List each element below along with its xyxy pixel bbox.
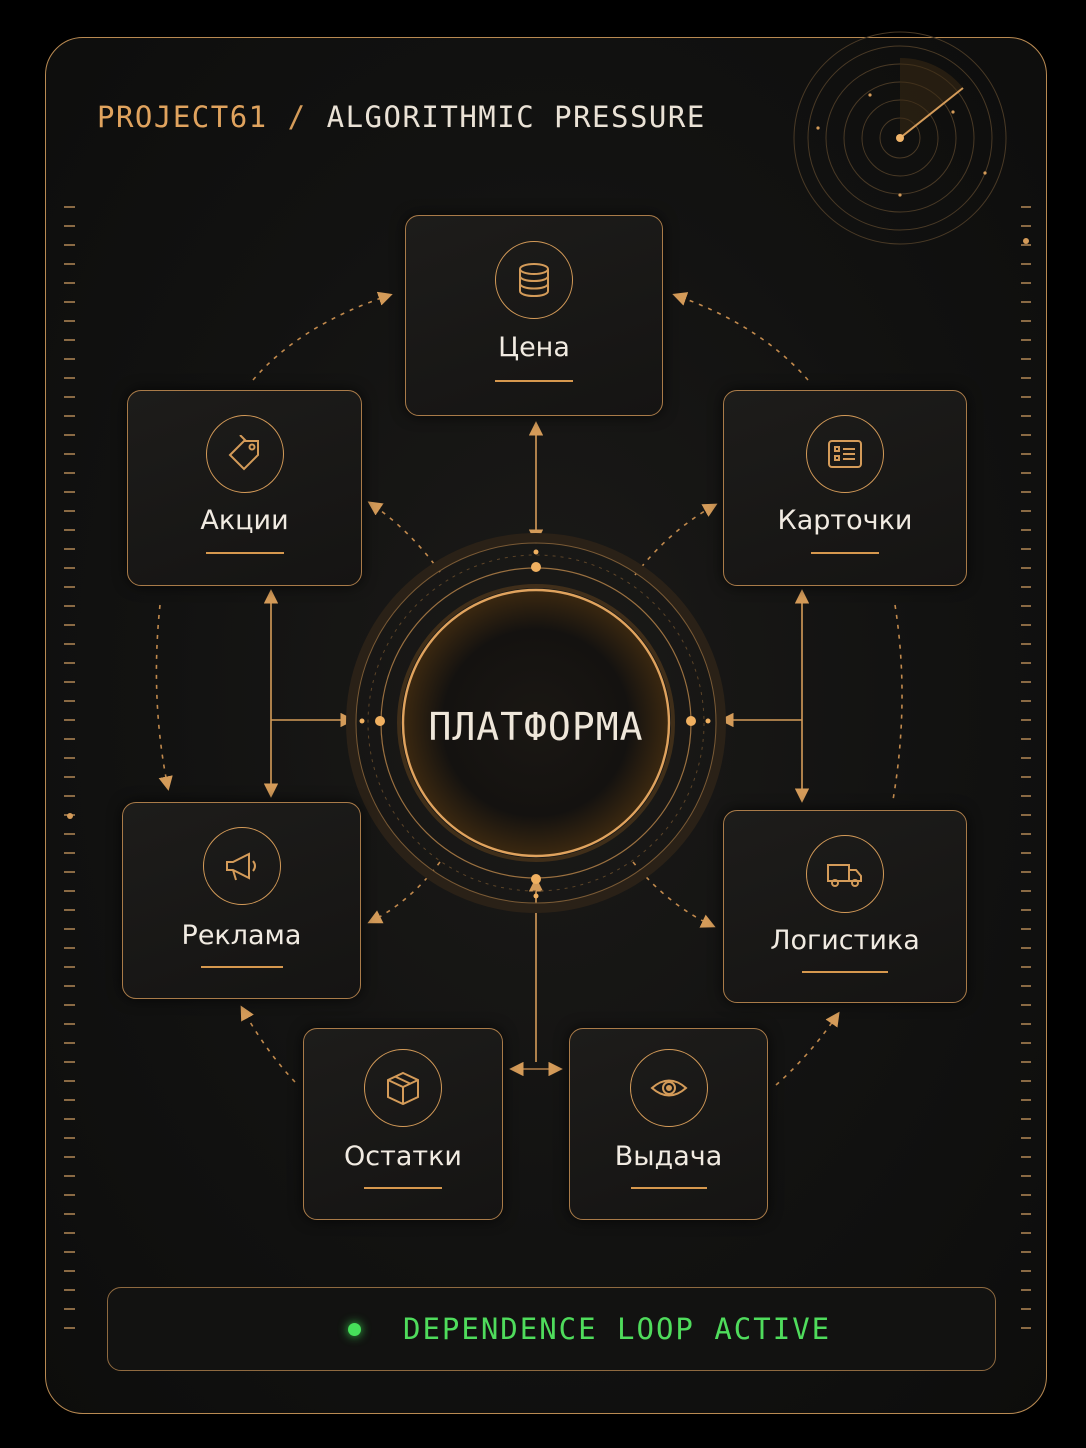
node-ads-label: Реклама [181, 920, 302, 951]
coins-icon [495, 241, 573, 319]
node-cards-underline [811, 552, 879, 554]
node-promos-underline [205, 552, 284, 554]
node-cards[interactable]: Карточки [723, 390, 967, 586]
node-price[interactable]: Цена [405, 215, 663, 416]
brand-label: PROJECT61 [97, 100, 268, 134]
node-search-underline [630, 1187, 707, 1189]
platform-label: ПЛАТФОРМА [428, 705, 644, 749]
tag-icon [205, 415, 284, 493]
eye-icon [629, 1049, 708, 1127]
node-stock-label: Остатки [344, 1141, 462, 1172]
status-indicator-icon [348, 1323, 361, 1336]
node-stock-underline [364, 1187, 442, 1189]
status-text: DEPENDENCE LOOP ACTIVE [403, 1312, 832, 1346]
node-logistics-label: Логистика [770, 925, 920, 956]
node-promos[interactable]: Акции [127, 390, 362, 586]
node-logistics-underline [802, 971, 888, 973]
right-ruler [1021, 206, 1031, 1329]
page-title: PROJECT61 / ALGORITHMIC PRESSURE [97, 100, 706, 134]
node-cards-label: Карточки [777, 505, 913, 536]
node-search[interactable]: Выдача [569, 1028, 768, 1220]
card-list-icon [806, 415, 884, 493]
node-stock[interactable]: Остатки [303, 1028, 503, 1220]
title-label: ALGORITHMIC PRESSURE [326, 100, 706, 134]
node-ads[interactable]: Реклама [122, 802, 361, 999]
megaphone-icon [202, 827, 281, 905]
node-promos-label: Акции [200, 505, 289, 536]
node-price-label: Цена [498, 332, 570, 363]
box-icon [364, 1049, 442, 1127]
truck-icon [806, 835, 884, 913]
status-bar: DEPENDENCE LOOP ACTIVE [107, 1287, 996, 1371]
node-price-underline [495, 380, 573, 382]
left-ruler [64, 206, 75, 1329]
node-logistics[interactable]: Логистика [723, 810, 967, 1003]
title-separator: / [287, 100, 307, 134]
node-search-label: Выдача [614, 1141, 723, 1172]
node-ads-underline [200, 966, 283, 968]
